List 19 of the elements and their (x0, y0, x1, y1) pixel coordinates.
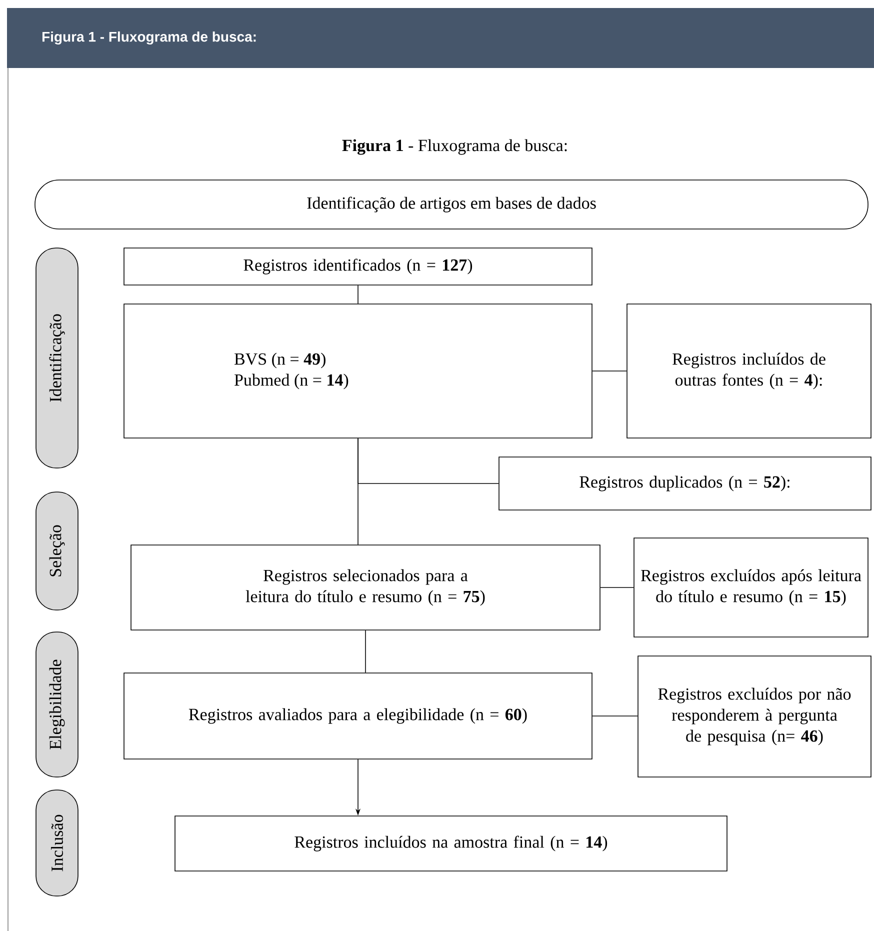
process-box: Registros selecionados para a leitura do título e resumo (n = 75) (130, 544, 600, 630)
connector (600, 587, 634, 588)
stage-pill: Seleção (36, 492, 78, 610)
process-box: Registros duplicados (n = 52): (498, 456, 872, 510)
process-box: Registros excluídos por não responderem à pergunta de pesquisa (n= 46) (638, 656, 872, 778)
connector (592, 370, 627, 372)
section-band: Identificação de artigos em bases de dados (34, 180, 868, 230)
stage-pill: Elegibilidade (36, 632, 78, 778)
process-box: Registros identificados (n = 127) (124, 248, 592, 286)
process-box: Registros avaliados para a elegibilidade (n = 60) (124, 672, 592, 760)
process-box: Registros incluídos na amostra final (n = 14) (174, 816, 728, 872)
stage-pill: Identificação (36, 248, 78, 468)
connector (365, 630, 366, 673)
stage-pill: Inclusão (36, 790, 78, 896)
process-box: Registros excluídos após leitura do título e resumo (n = 15) (634, 538, 868, 638)
process-box: Registros incluídos de outras fontes (n = 4): (626, 304, 872, 438)
figure-title: Figura 1 - Fluxograma de busca: (342, 139, 567, 155)
process-box: BVS (n = 49) Pubmed (n = 14) (124, 304, 592, 438)
header-title: Figura 1 - Fluxograma de busca: (42, 31, 256, 45)
